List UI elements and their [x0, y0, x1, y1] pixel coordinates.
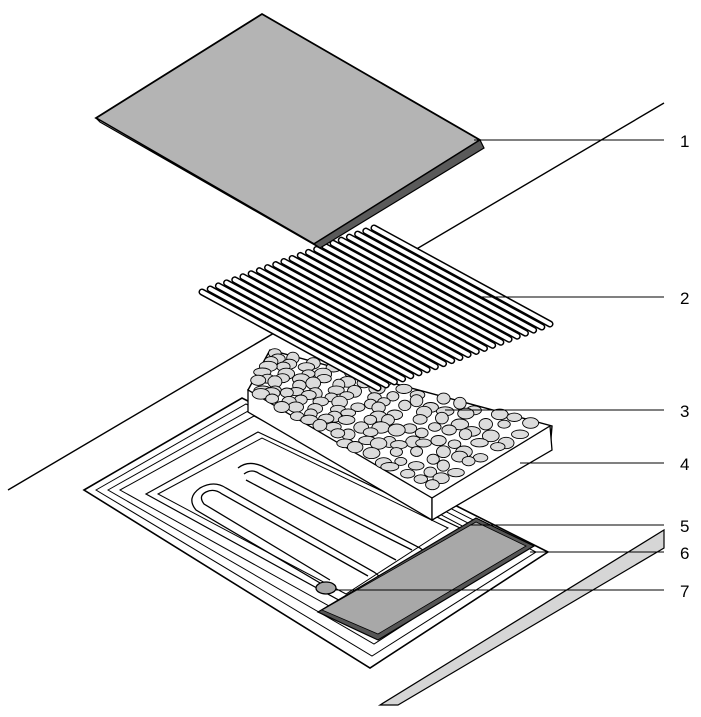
- lava-stone: [414, 427, 429, 439]
- lava-stone: [447, 439, 462, 449]
- lava-stone: [522, 417, 540, 429]
- lava-stone: [481, 429, 500, 443]
- grate-bar-highlight: [240, 274, 421, 375]
- lava-stone: [470, 438, 489, 448]
- lava-stone: [413, 474, 428, 484]
- callout-label-4: 4: [680, 455, 689, 474]
- grate-bar-highlight: [200, 290, 380, 390]
- lava-stone: [330, 428, 346, 439]
- lava-stone: [453, 396, 467, 410]
- grate-bar-highlight: [363, 229, 544, 330]
- lava-stone: [273, 401, 290, 413]
- lava-stone: [363, 414, 378, 425]
- grate-bar-highlight: [331, 241, 512, 342]
- lava-stone: [426, 453, 440, 465]
- lava-stone: [435, 411, 449, 425]
- lava-stones: [250, 348, 540, 491]
- callout-label-2: 2: [680, 289, 689, 308]
- grate-bar-highlight: [298, 253, 479, 354]
- callout-label-6: 6: [680, 544, 689, 563]
- lava-stone: [490, 408, 509, 421]
- lava-stone: [409, 394, 424, 408]
- lava-stone: [400, 468, 416, 479]
- lava-stone: [457, 407, 475, 420]
- grate-bar-highlight: [322, 244, 503, 345]
- grate-bar-highlight: [249, 271, 430, 372]
- lava-stone: [386, 391, 400, 402]
- lava-stone: [362, 447, 381, 460]
- lava-stone: [347, 441, 364, 454]
- callout-label-7: 7: [680, 582, 689, 601]
- lava-stone: [387, 423, 406, 437]
- grate-bar-highlight: [208, 286, 389, 387]
- lava-stone: [425, 479, 440, 491]
- grate-bar-highlight: [314, 247, 495, 348]
- lava-stone: [506, 412, 523, 422]
- lava-stone: [412, 414, 428, 425]
- lava-stone: [423, 466, 438, 478]
- grate-bar-highlight: [281, 259, 462, 360]
- lava-stone: [490, 442, 506, 452]
- lid: [94, 12, 485, 249]
- lava-stone: [398, 399, 412, 412]
- lava-stone: [436, 459, 450, 472]
- cooking-grate: [198, 224, 554, 392]
- countertop-strip: [377, 528, 665, 706]
- lava-stone: [369, 437, 388, 450]
- lava-stone: [380, 462, 400, 472]
- grate-bar-highlight: [224, 280, 405, 381]
- lava-stone: [287, 401, 304, 413]
- lava-stone: [458, 428, 473, 441]
- lava-stone: [312, 418, 328, 432]
- lava-stone: [441, 424, 457, 436]
- grate-bar-highlight: [347, 235, 528, 336]
- lava-stone: [497, 419, 511, 429]
- grate-bar-highlight: [216, 283, 397, 384]
- callout-label-3: 3: [680, 402, 689, 421]
- grate-bar-highlight: [306, 250, 487, 351]
- grate-bar-highlight: [265, 265, 446, 366]
- lava-stone: [362, 427, 379, 438]
- lava-stone: [428, 422, 442, 432]
- lava-stone: [447, 467, 465, 478]
- lava-stone: [461, 455, 476, 467]
- lava-stone: [280, 387, 294, 398]
- lava-stone: [337, 414, 356, 425]
- lava-stone: [389, 447, 403, 457]
- grate-bar-highlight: [257, 268, 438, 369]
- grate-bar-highlight: [355, 232, 536, 333]
- lava-stone: [478, 418, 493, 431]
- lava-stone: [250, 374, 267, 386]
- lava-stone: [407, 461, 425, 471]
- grate-bar-highlight: [372, 226, 552, 326]
- lava-stone: [410, 446, 424, 457]
- lava-stone: [305, 376, 322, 390]
- grate-bar-highlight: [232, 277, 413, 378]
- lava-stone: [395, 383, 413, 394]
- lava-stone: [265, 393, 279, 404]
- control-panel: [316, 517, 536, 641]
- grate-bar-highlight: [290, 256, 471, 357]
- lava-stone: [251, 388, 270, 400]
- lava-stone: [415, 438, 432, 448]
- lava-rock-box: [247, 348, 553, 522]
- lava-stone: [511, 429, 529, 440]
- callout-label-1: 1: [680, 132, 689, 151]
- lava-stone: [430, 435, 447, 447]
- lava-stone: [436, 392, 451, 405]
- lava-stone: [436, 445, 451, 459]
- callout-label-5: 5: [680, 517, 689, 536]
- grate-bar-highlight: [273, 262, 454, 363]
- lava-stone: [350, 402, 366, 412]
- lava-stone: [394, 456, 408, 466]
- callout-lines: [336, 139, 664, 591]
- grate-bar-highlight: [339, 238, 520, 339]
